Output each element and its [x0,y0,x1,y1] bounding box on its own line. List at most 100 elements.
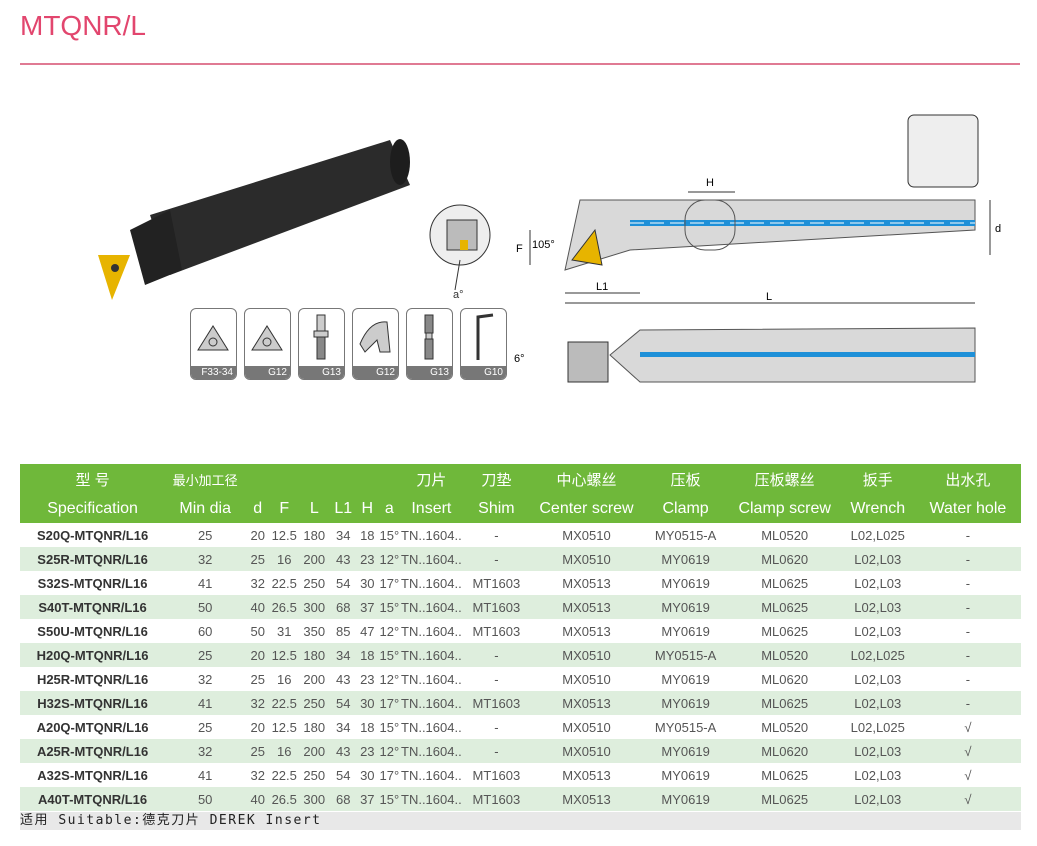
table-cell: 250 [303,767,326,783]
table-cell: 54 [336,575,351,591]
table-cell: 200 [303,671,326,687]
column-header-cn: 型 号 [75,471,110,489]
spec-cell: A20Q-MTQNR/L16 [36,719,149,735]
column-header: H [361,499,374,517]
table-cell: ML0520 [761,719,809,735]
table-cell: TN..1604.. [401,791,462,807]
table-cell: √ [964,719,972,735]
table-cell: 20 [250,719,265,735]
table-cell: 60 [197,623,213,639]
table-cell: 350 [303,623,326,639]
table-cell: 25 [250,551,265,567]
table-cell: - [965,671,971,687]
table-cell: L02,L03 [854,599,902,615]
table-cell: 12° [379,623,400,639]
table-cell: 26.5 [271,791,297,807]
table-cell: 17° [379,767,400,783]
table-cell: L02,L03 [854,743,902,759]
table-cell: TN..1604.. [401,671,462,687]
table-cell: TN..1604.. [401,695,462,711]
table-cell: MT1603 [472,575,521,591]
spec-cell: S32S-MTQNR/L16 [37,575,148,591]
table-cell: MY0515-A [654,647,717,663]
table-cell: 17° [379,695,400,711]
table-cell: 20 [250,647,265,663]
table-cell: - [965,575,971,591]
table-cell: 180 [303,647,326,663]
table-cell: 25 [250,671,265,687]
spec-cell: S40T-MTQNR/L16 [38,599,147,615]
table-cell: 300 [303,791,326,807]
table-cell: 32 [197,551,213,567]
table-cell: 43 [336,743,351,759]
table-cell: TN..1604.. [401,575,462,591]
table-cell: 23 [360,671,375,687]
table-cell: 22.5 [271,575,297,591]
column-header-cn: 出水孔 [945,471,991,489]
table-cell: 47 [360,623,375,639]
table-cell: - [965,623,971,639]
spec-cell: A25R-MTQNR/L16 [36,743,149,759]
table-cell: 85 [336,623,351,639]
spec-cell: A32S-MTQNR/L16 [37,767,148,783]
table-cell: - [494,647,499,663]
table-cell: 43 [336,671,351,687]
table-cell: L02,L03 [854,623,902,639]
part-label: G10 [461,366,506,379]
table-cell: 40 [250,791,265,807]
center-screw-icon [313,314,329,360]
wrench-icon [476,313,494,360]
column-header: Water hole [929,499,1007,517]
column-header-cn: 最小加工径 [172,472,238,488]
table-cell: MY0515-A [654,719,717,735]
table-cell: 41 [197,575,213,591]
table-cell: L02,L03 [854,671,902,687]
table-cell: MT1603 [472,791,521,807]
table-cell: MX0510 [562,551,611,567]
table-cell: 25 [197,647,213,663]
table-cell: 15° [379,647,400,663]
table-cell: MY0619 [661,743,710,759]
table-cell: √ [964,791,972,807]
table-cell: 180 [303,719,326,735]
table-cell: MX0510 [562,671,611,687]
table-cell: 50 [197,791,213,807]
column-header-cn [356,464,378,494]
table-cell: ML0625 [761,791,809,807]
table-cell: MT1603 [472,599,521,615]
column-header-cn: 压板 [670,471,701,489]
table-cell: ML0620 [761,743,809,759]
column-header: Insert [411,499,452,517]
part-label: G13 [407,366,452,379]
spec-cell: A40T-MTQNR/L16 [38,791,148,807]
table-cell: 300 [303,599,326,615]
part-wrench: G10 [460,308,507,380]
table-cell: 180 [303,527,326,543]
table-cell: TN..1604.. [401,647,462,663]
table-cell: MY0619 [661,623,710,639]
column-header: a [384,499,394,517]
table-cell: √ [964,743,972,759]
table-cell: 18 [360,527,375,543]
spec-cell: S20Q-MTQNR/L16 [36,527,149,543]
table-cell: 12° [379,671,400,687]
footer-note: 适用 Suitable:德克刀片 DEREK Insert [20,812,1021,830]
table-cell: TN..1604.. [401,599,462,615]
title-divider [20,63,1020,65]
table-cell: ML0625 [761,623,809,639]
column-header: Min dia [179,499,231,517]
table-cell: 12.5 [271,719,297,735]
table-cell: MY0619 [661,671,710,687]
angle-a-label: a° [453,289,464,300]
table-cell: MX0510 [562,743,611,759]
table-cell: MX0510 [562,527,611,543]
header-row-cn: 型 号最小加工径刀片刀垫中心螺丝压板压板螺丝扳手出水孔 [20,464,1021,494]
table-cell: 17° [379,575,400,591]
tool-holder-photo [98,139,410,300]
table-cell: 41 [197,695,213,711]
